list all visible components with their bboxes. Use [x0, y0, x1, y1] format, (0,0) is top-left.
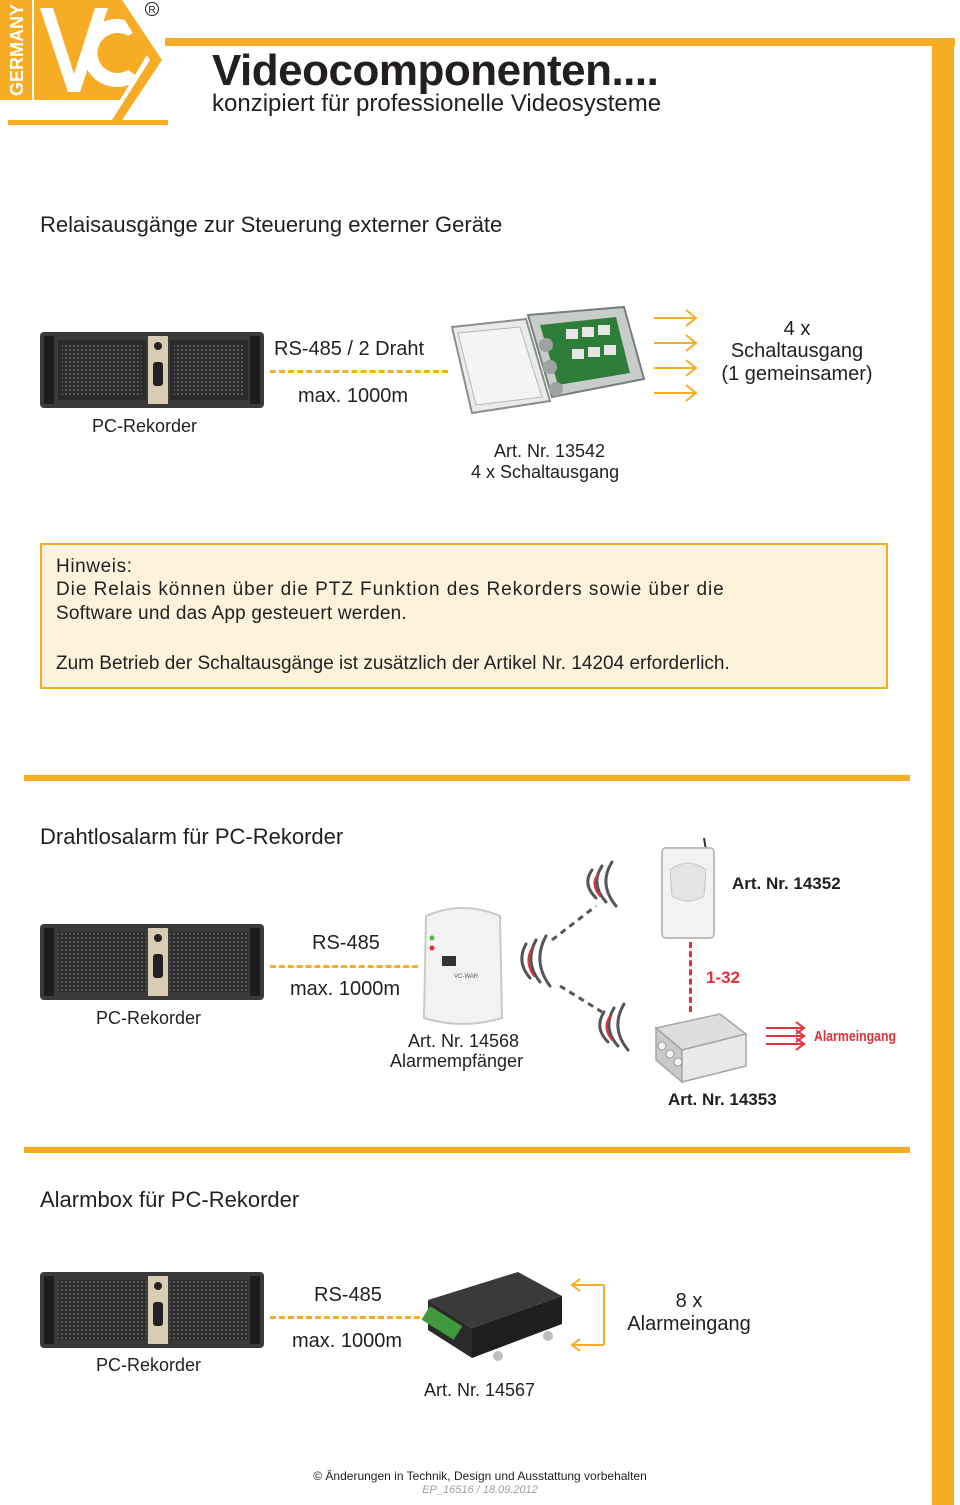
- section-heading-relais: Relaisausgänge zur Steuerung externer Ge…: [40, 212, 503, 237]
- distance-label: max. 1000m: [292, 1330, 403, 1352]
- recorder-label: PC-Rekorder: [92, 416, 198, 436]
- section-divider: [24, 774, 910, 781]
- sensor-link-line: [689, 942, 692, 1012]
- sensor-art-number: Art. Nr. 14352: [732, 874, 841, 893]
- alarm-receiver-image: VC-WAR: [422, 907, 504, 1025]
- device-art-number: Art. Nr. 14567: [424, 1380, 536, 1400]
- line-label: RS-485 / 2 Draht: [274, 338, 425, 360]
- input-name: Alarmeingang: [627, 1313, 751, 1335]
- device-art-number: Art. Nr. 13542: [494, 441, 606, 461]
- pc-recorder-image: [40, 1272, 264, 1348]
- input-count: 8 x: [675, 1290, 703, 1312]
- logo-country-text: GERMANY: [7, 4, 27, 96]
- line-label: RS-485: [312, 932, 380, 954]
- page-title: Videocomponenten....: [212, 46, 659, 95]
- output-name: Schaltausgang: [730, 340, 864, 362]
- pc-recorder-image: [40, 332, 264, 408]
- section-heading-wireless: Drahtlosalarm für PC-Rekorder: [40, 824, 344, 849]
- relay-box-image: [450, 305, 646, 415]
- alarm-box-image: [421, 1272, 562, 1361]
- distance-label: max. 1000m: [290, 978, 401, 1000]
- connection-line: [270, 370, 448, 373]
- accent-side-bar: [932, 38, 954, 1505]
- footer-doc-code: EP_16516 / 18.09.2012: [422, 1484, 538, 1496]
- header-rule: [165, 38, 955, 46]
- registered-mark: R: [148, 5, 155, 16]
- pir-sensor-image: [661, 837, 715, 939]
- copyright-symbol: ©: [313, 1469, 323, 1483]
- input-bracket-arrows-icon: [570, 1278, 605, 1352]
- receiver-art-number: Art. Nr. 14568: [408, 1031, 520, 1051]
- range-label: 1-32: [706, 968, 741, 987]
- section-divider: [24, 1146, 910, 1153]
- note-heading: Hinweis:: [56, 556, 133, 577]
- connection-line: [270, 965, 418, 968]
- note-line-2: Software und das App gesteuert werden.: [56, 603, 407, 624]
- distance-label: max. 1000m: [298, 385, 409, 407]
- output-note: (1 gemeinsamer): [721, 363, 873, 385]
- recorder-label: PC-Rekorder: [96, 1355, 202, 1375]
- section-heading-alarmbox: Alarmbox für PC-Rekorder: [40, 1187, 300, 1212]
- footer-disclaimer: © Änderungen in Technik, Design und Auss…: [0, 1469, 960, 1483]
- connection-line: [270, 1316, 420, 1319]
- wireless-signal-icon: [520, 860, 630, 1052]
- note-box: Hinweis: Die Relais können über die PTZ …: [40, 543, 888, 689]
- device-description: 4 x Schaltausgang: [471, 462, 620, 482]
- output-arrows-icon: [654, 309, 698, 402]
- logo-underline: [8, 120, 168, 125]
- note-line-3: Zum Betrieb der Schaltausgänge ist zusät…: [56, 653, 730, 674]
- recorder-label: PC-Rekorder: [96, 1008, 202, 1028]
- pc-recorder-image: [40, 924, 264, 1000]
- transmitter-art-number: Art. Nr. 14353: [668, 1090, 777, 1109]
- receiver-description: Alarmempfänger: [390, 1051, 524, 1071]
- page-subtitle: konzipiert für professionelle Videosyste…: [212, 90, 662, 117]
- alarm-input-arrows-icon: [766, 1021, 806, 1051]
- output-count: 4 x: [783, 318, 811, 340]
- note-line-1: Die Relais können über die PTZ Funktion …: [56, 579, 725, 600]
- line-label: RS-485: [314, 1284, 382, 1306]
- transmitter-box-image: [654, 1013, 748, 1084]
- alarm-input-label: Alarmeingang: [814, 1028, 897, 1045]
- footer-disclaimer-text: Änderungen in Technik, Design und Aussta…: [325, 1469, 647, 1483]
- vc-logo: GERMANY R: [0, 0, 170, 125]
- receiver-badge: VC-WAR: [454, 974, 479, 980]
